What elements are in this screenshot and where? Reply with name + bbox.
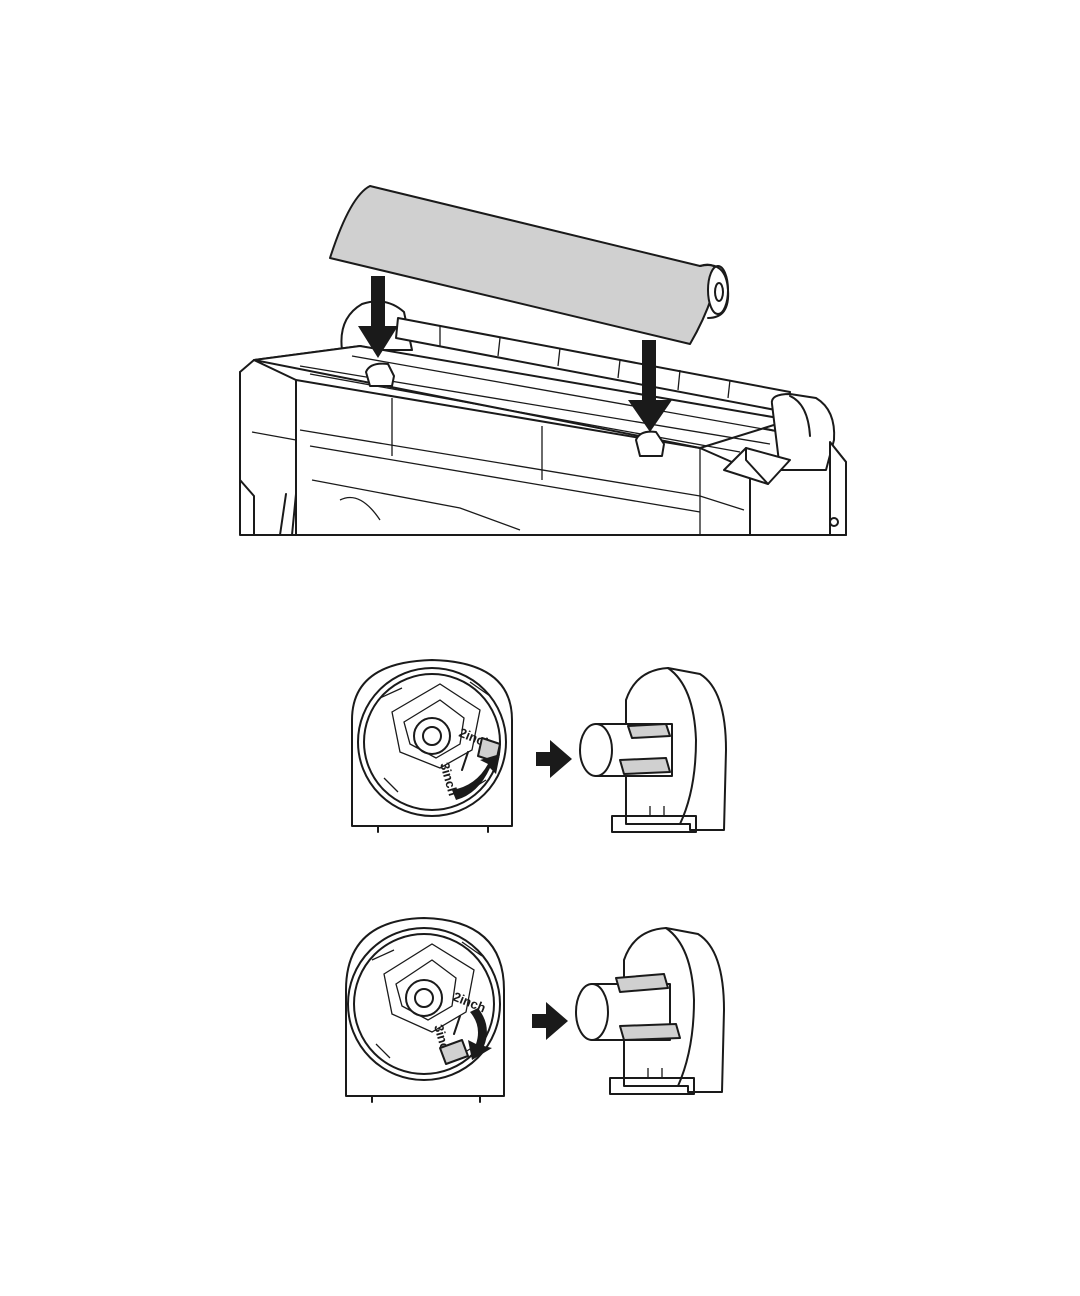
adapter-face-3inch: 2inch 3inch (346, 918, 504, 1102)
adapter-side-2inch (580, 668, 726, 832)
printer-loading-illustration (0, 0, 1080, 560)
adapter-side-3inch (576, 928, 724, 1094)
adapter-face-2inch: 2inch 3inch (352, 660, 512, 832)
right-arrow-icon (532, 1002, 568, 1040)
right-arrow-icon (536, 740, 572, 778)
adapter-3inch-illustration: 2inch 3inch (0, 900, 1080, 1120)
adapter-2inch-illustration: 2inch 3inch (0, 640, 1080, 860)
